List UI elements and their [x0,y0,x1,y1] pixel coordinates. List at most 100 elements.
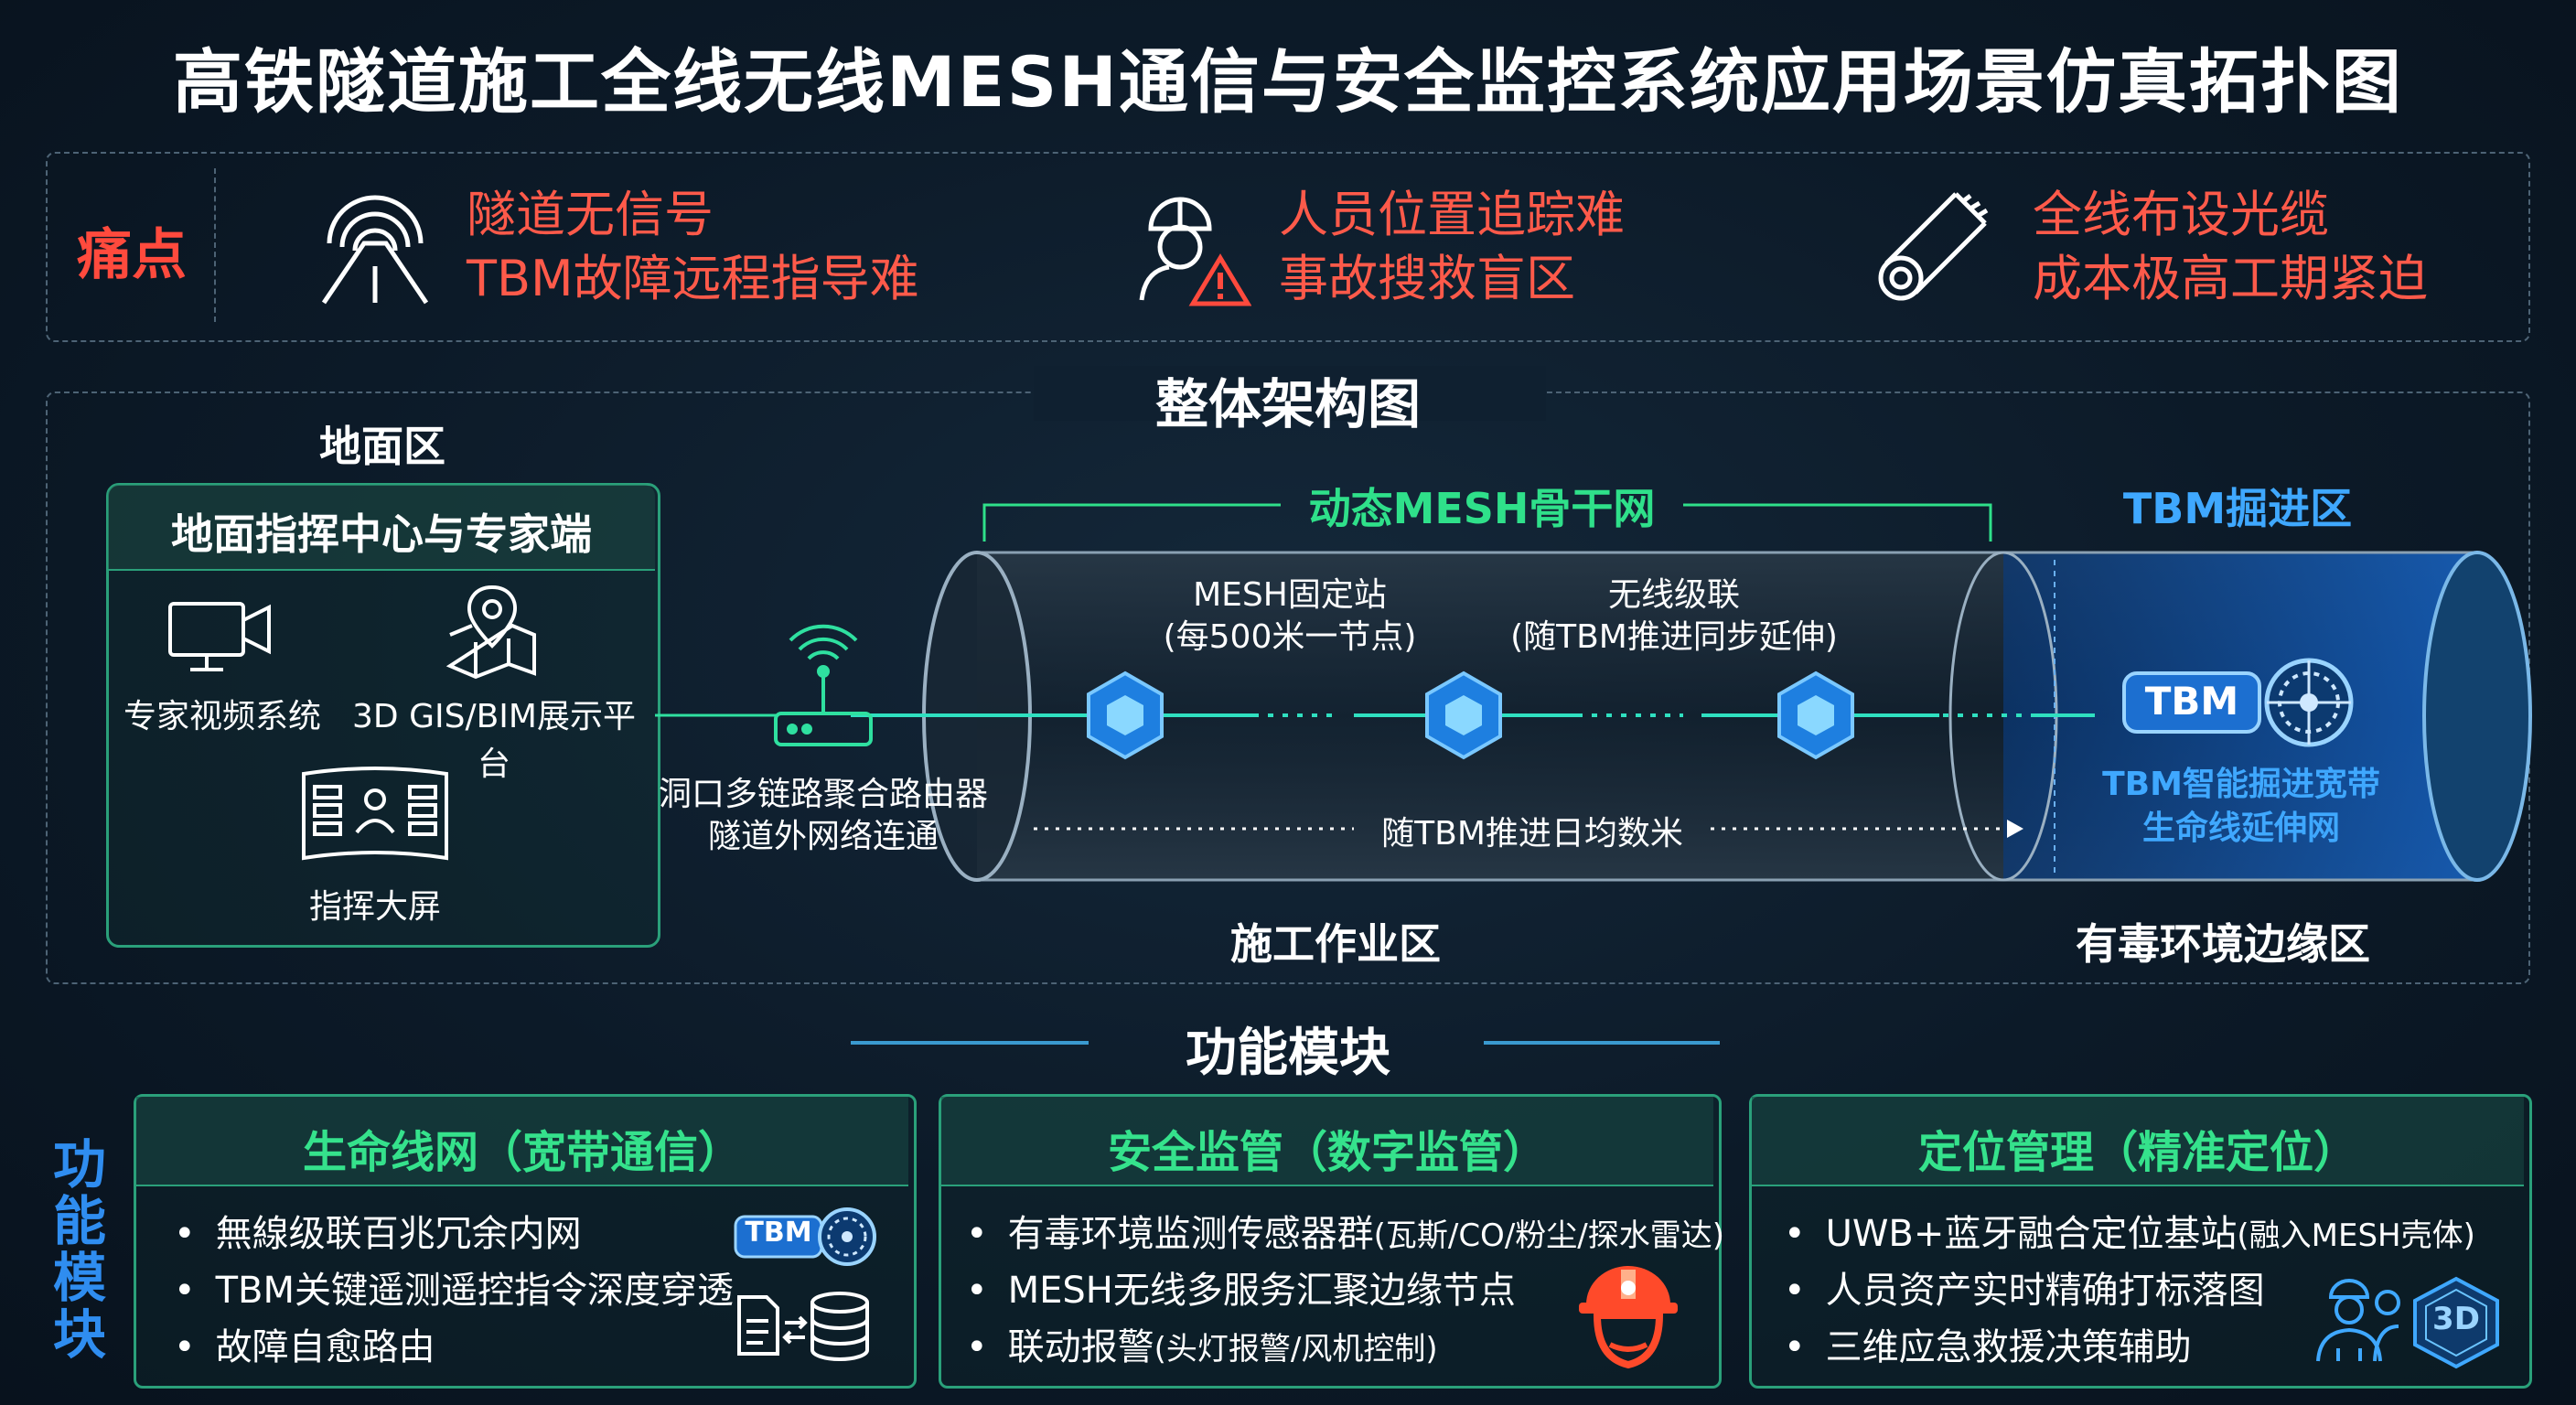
module-safety-header [941,1097,1713,1186]
bullet-dot: • [966,1270,988,1312]
pain-item-2: 人员位置追踪难 事故搜救盲区 [1279,183,1625,311]
module-positioning-bullet-1: • UWB+蓝牙融合定位基站(融入MESH壳体) [1784,1204,2475,1257]
module-lifeline-bullet-3: • 故障自愈路由 [174,1317,435,1370]
bullet-subtext: (融入MESH壳体) [2237,1217,2475,1254]
modules-divider [851,1041,1720,1045]
pain-divider [214,168,216,322]
wireless-cascade-line: 无线级联 [1607,576,1740,614]
pain-item-3: 全线布设光缆 成本极高工期紧迫 [2033,183,2428,311]
bullet-dot: • [1784,1213,1806,1255]
mesh-node-3 [1777,670,1854,760]
tunnel-signal-icon [321,195,429,305]
pain-line: 成本极高工期紧迫 [2033,250,2428,307]
bullet-dot: • [966,1326,988,1368]
worker-location-icon [2316,1279,2400,1362]
tbm-mini-icon [734,1207,876,1266]
expert-video-label: 专家视频系统 [123,698,321,735]
gis-bim-label: 3D GIS/BIM展示平台 [352,698,636,783]
side-char: 能 [52,1190,106,1252]
module-safety-bullet-1: • 有毒环境监测传感器群(瓦斯/CO/粉尘/探水雷达) [966,1204,1724,1257]
bullet-subtext: (头灯报警/风机控制) [1154,1331,1438,1367]
module-safety-bullet-2: • MESH无线多服务汇聚边缘节点 [966,1260,1516,1314]
hard-hat-worker-icon [1579,1266,1678,1369]
edge-zone-label: 有毒环境边缘区 [2076,919,2370,969]
architecture-title: 整体架构图 [1154,373,1421,435]
tbm-mini-badge: TBM [745,1217,812,1249]
ground-command-panel [106,483,660,948]
module-positioning-bullet-2: • 人员资产实时精确打标落图 [1784,1260,2265,1314]
cube-3d-icon [2413,1276,2499,1369]
bullet-text: UWB+蓝牙融合定位基站 [1825,1213,2238,1255]
ground-panel-title: 地面指挥中心与专家端 [171,509,592,559]
mesh-backbone-text: 动态MESH骨干网 [1308,484,1656,533]
video-camera-icon [168,602,271,671]
wireless-cascade-line: (随TBM推进同步延伸) [1510,618,1838,656]
bullet-dot: • [966,1213,988,1255]
router-icon [774,624,873,746]
wireless-cascade-label: 无线级联 (随TBM推进同步延伸) [1482,574,1866,659]
worker-warning-icon [1139,197,1251,306]
bullet-text: 人员资产实时精确打标落图 [1825,1270,2265,1312]
router-label: 洞口多链路聚合路由器 隧道外网络连通 [655,774,992,858]
pain-line: 隧道无信号 [467,186,714,243]
module-safety-bullet-3: •联动报警(头灯报警/风机控制) [966,1317,1438,1370]
bullet-dot: • [174,1213,196,1255]
bullet-text: 無線级联百兆冗余内网 [215,1213,582,1255]
ground-zone-label: 地面区 [319,422,445,471]
tbm-badge-text: TBM [2144,679,2239,724]
modules-title: 功能模块 [1186,1024,1390,1083]
module-lifeline-header [136,1097,908,1186]
pain-line: TBM故障远程指导难 [467,250,919,307]
map-pin-icon [445,585,536,680]
mesh-node-1 [1087,670,1164,760]
architecture-title-backdrop [1034,366,1546,421]
bullet-dot: • [1784,1326,1806,1368]
bullet-dot: • [1784,1270,1806,1312]
mesh-backbone-label: 动态MESH骨干网 [1281,476,1683,536]
modules-side-label: 功 能 模 块 [48,1136,112,1363]
side-char: 功 [52,1133,106,1196]
fiber-cable-icon [1878,192,1989,301]
tbm-caption: TBM智能掘进宽带 生命线延伸网 [2067,763,2415,851]
work-zone-label: 施工作业区 [1230,919,1441,969]
tunnel-face [2422,551,2532,882]
pain-points-panel [46,152,2530,342]
pain-label: 痛点 [77,223,187,287]
fixed-station-line: MESH固定站 [1193,576,1387,614]
advance-label: 随TBM推进日均数米 [1381,815,1683,853]
pain-item-1: 隧道无信号 TBM故障远程指导难 [467,183,919,311]
fixed-station-line: (每500米一节点) [1163,618,1417,656]
bullet-subtext: (瓦斯/CO/粉尘/探水雷达) [1373,1217,1724,1254]
module-lifeline-bullet-2: • TBM关键遥测遥控指令深度穿透 [174,1260,734,1314]
module-lifeline-title: 生命线网（宽带通信） [302,1127,742,1178]
tbm-machine-icon [2122,658,2354,747]
bullet-text: 故障自愈路由 [215,1326,435,1368]
bullet-text: TBM关键遥测遥控指令深度穿透 [215,1270,734,1312]
module-positioning-bullet-3: • 三维应急救援决策辅助 [1784,1317,2192,1370]
side-char: 块 [52,1303,106,1366]
module-positioning-title: 定位管理（精准定位） [1917,1127,2357,1178]
module-lifeline-bullet-1: • 無線级联百兆冗余内网 [174,1204,582,1257]
pain-line: 事故搜救盲区 [1279,250,1575,307]
bullet-text: 有毒环境监测传感器群 [1007,1213,1374,1255]
tbm-caption-line: 生命线延伸网 [2141,810,2340,847]
module-safety-title: 安全监管（数字监管） [1107,1127,1547,1178]
bullet-dot: • [174,1270,196,1312]
router-line: 隧道外网络连通 [707,818,939,855]
tbm-zone-label: TBM掘进区 [2122,484,2353,533]
module-positioning-header [1752,1097,2524,1186]
tbm-caption-line: TBM智能掘进宽带 [2102,766,2380,803]
bullet-text: 三维应急救援决策辅助 [1825,1326,2192,1368]
router-line: 洞口多链路聚合路由器 [658,776,988,813]
command-screen-icon [302,767,448,861]
bullet-text: MESH无线多服务汇聚边缘节点 [1007,1270,1516,1312]
ground-panel-header [108,485,655,571]
bullet-dot: • [174,1326,196,1368]
page-title: 高铁隧道施工全线无线MESH通信与安全监控系统应用场景仿真拓扑图 [173,41,2403,123]
pain-line: 全线布设光缆 [2033,186,2329,243]
pain-line: 人员位置追踪难 [1279,186,1625,243]
command-screen-label: 指挥大屏 [308,888,441,926]
mesh-node-2 [1425,670,1502,760]
side-char: 模 [52,1247,106,1309]
